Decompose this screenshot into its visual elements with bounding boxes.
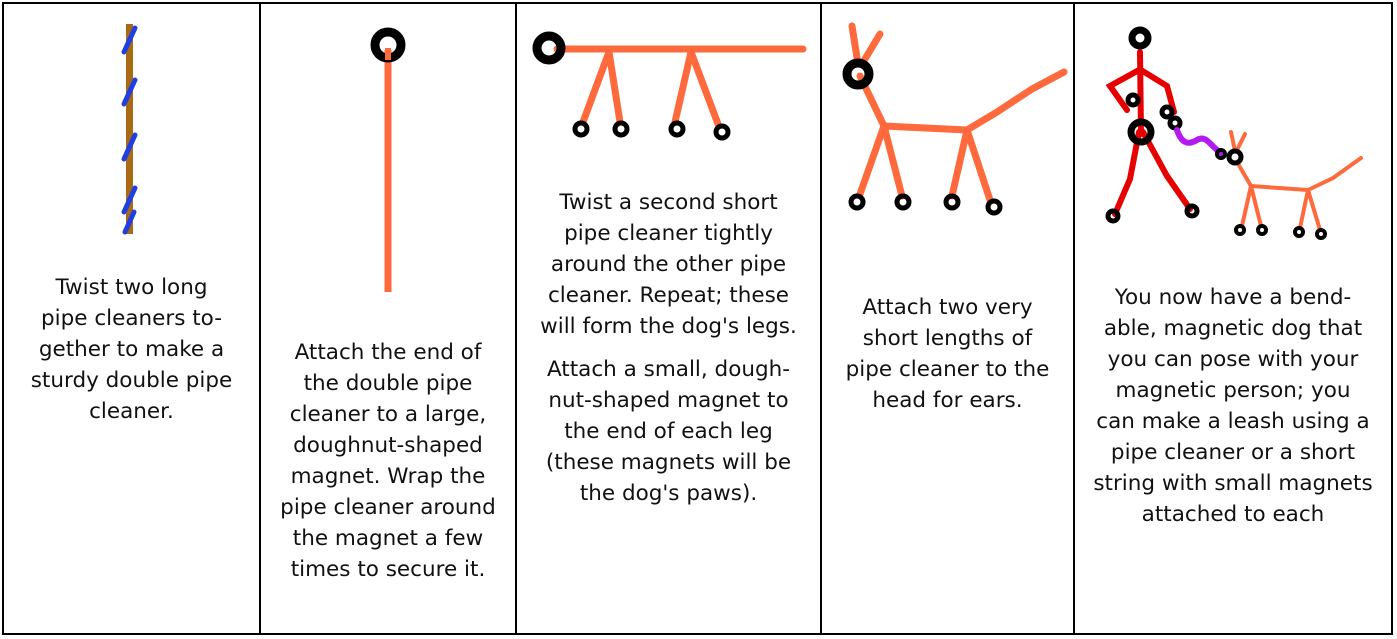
column-divider: [820, 4, 822, 633]
step-4-caption: Attach two very short lengths of pipe cl…: [845, 295, 1050, 413]
twisted-pipe-cleaners-illustration: [121, 24, 138, 235]
body-with-legs-and-paws-illustration: [532, 31, 807, 141]
step-1-caption: Twist two long pipe cleaners to- gether …: [30, 275, 233, 424]
leash: [1174, 127, 1226, 157]
step-3-caption: Twist a second short pipe cleaner tightl…: [540, 190, 797, 339]
column-divider: [1073, 4, 1075, 633]
person-walking-dog-illustration: [1105, 26, 1363, 240]
dog-with-ears-illustration: [842, 22, 1068, 216]
step-1-panel: Twist two long pipe cleaners to- gether …: [4, 4, 259, 633]
column-divider: [259, 4, 261, 633]
magnet-with-pipe-cleaner-illustration: [370, 27, 406, 292]
step-3-caption-2: Attach a small, dough- nut-shaped magnet…: [545, 357, 792, 506]
step-2-caption: Attach the end of the double pipe cleane…: [280, 340, 496, 582]
step-2-panel: Attach the end of the double pipe cleane…: [261, 4, 515, 633]
column-divider: [515, 4, 517, 633]
step-3-panel: Twist a second short pipe cleaner tightl…: [517, 4, 820, 633]
step-5-caption: You now have a bend- able, magnetic dog …: [1093, 285, 1373, 527]
magnetic-dog: [1229, 130, 1363, 232]
magnetic-person: [1105, 49, 1193, 217]
step-4-panel: Attach two very short lengths of pipe cl…: [822, 4, 1073, 633]
step-5-panel: You now have a bend- able, magnetic dog …: [1075, 4, 1391, 633]
